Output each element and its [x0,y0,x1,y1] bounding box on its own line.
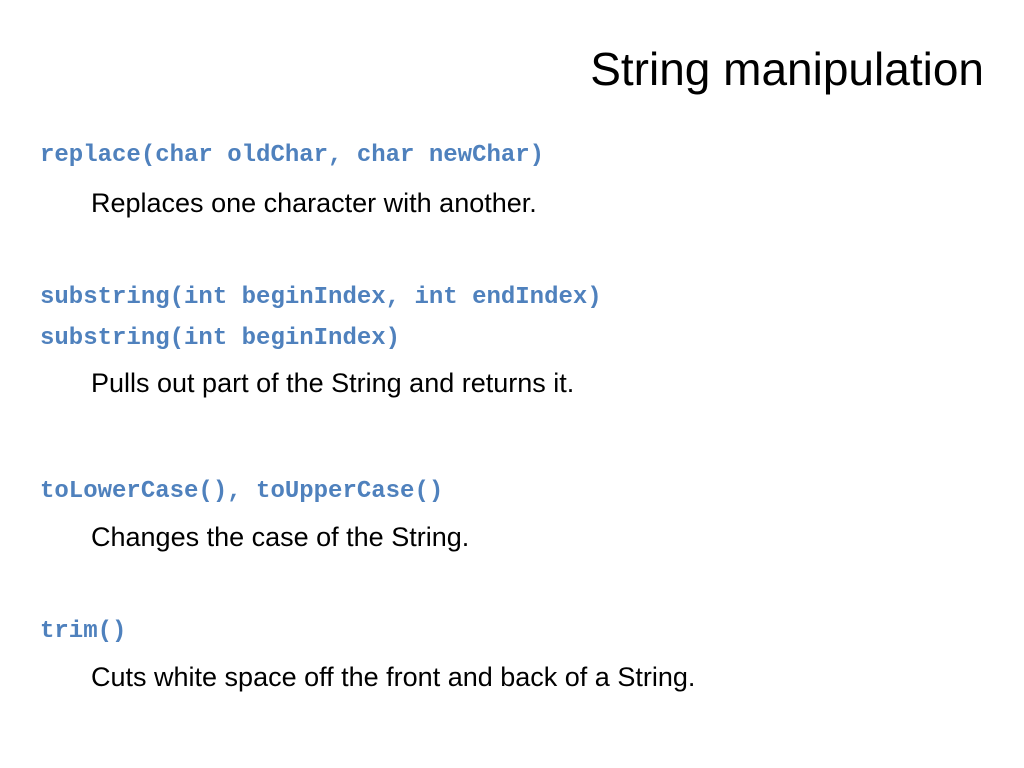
method-signature-replace: replace(char oldChar, char newChar) [40,142,545,169]
method-description-substring: Pulls out part of the String and returns… [91,368,575,398]
method-description-replace: Replaces one character with another. [91,188,537,218]
method-description-trim: Cuts white space off the front and back … [91,662,696,692]
method-signature-substring-two-args: substring(int beginIndex, int endIndex) [40,284,602,311]
slide-title: String manipulation [590,43,984,95]
method-signature-trim: trim() [40,618,127,645]
method-description-case: Changes the case of the String. [91,522,470,552]
method-signature-case: toLowerCase(), toUpperCase() [40,478,444,505]
method-signature-substring-one-arg: substring(int beginIndex) [40,325,401,352]
